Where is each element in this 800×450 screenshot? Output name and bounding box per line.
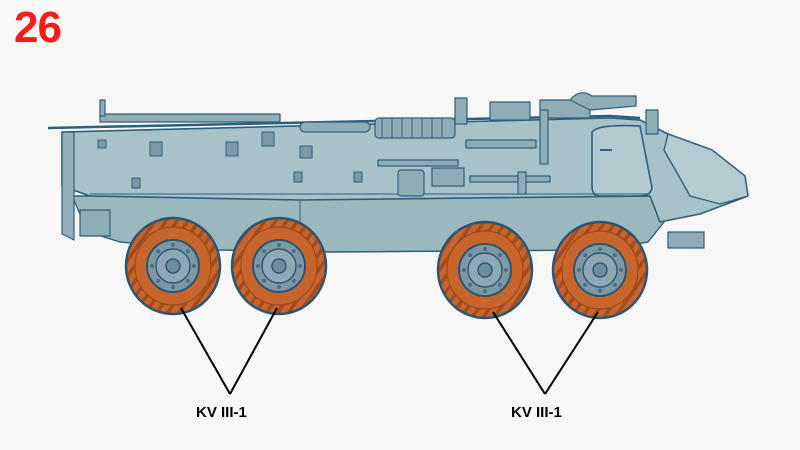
leader-line [229, 307, 278, 395]
hull-roof-line [47, 114, 641, 130]
wheel-1 [124, 216, 222, 316]
wheel-3 [436, 220, 534, 320]
wheel-set [124, 216, 649, 320]
step-number: 26 [14, 3, 62, 52]
part-label: KV III-1 [196, 404, 247, 421]
wheel-2 [230, 216, 328, 316]
side-stowage [377, 109, 551, 197]
leader-line [544, 311, 599, 395]
hull-fittings [97, 131, 363, 189]
wheel-4 [551, 220, 649, 320]
callout-leader-lines [180, 307, 599, 395]
hull-nose [663, 133, 749, 205]
rear-panel [61, 131, 75, 241]
roof-equipment [99, 92, 659, 139]
part-label: KV III-1 [511, 404, 562, 421]
leader-line [180, 307, 231, 395]
leader-line [492, 311, 546, 395]
